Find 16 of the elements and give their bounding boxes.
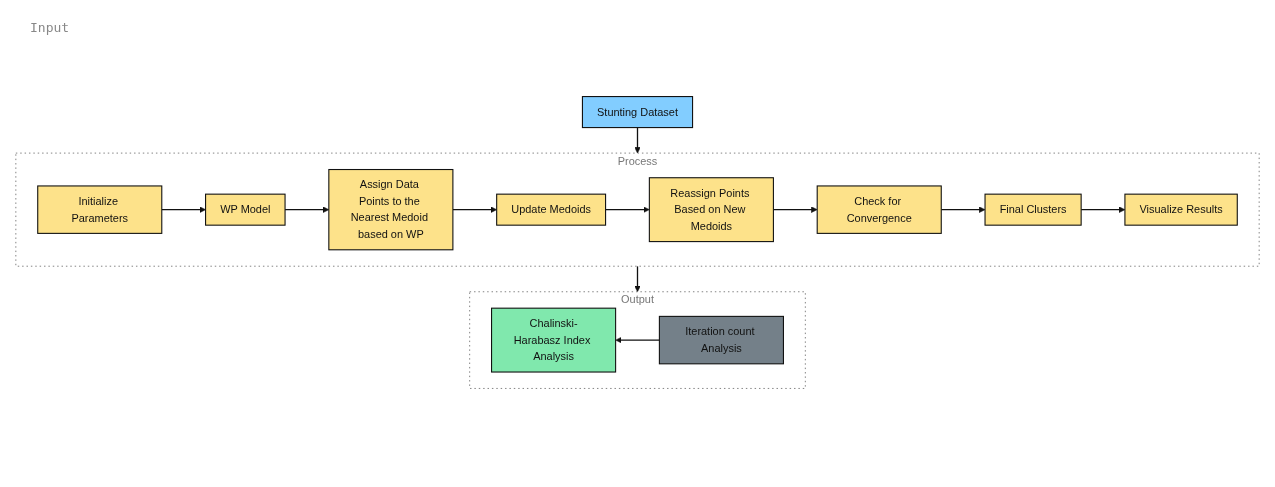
- node-box: Final Clusters: [984, 193, 1082, 226]
- node-box: Stunting Dataset: [581, 96, 694, 129]
- node-box: Check for Convergence: [816, 185, 942, 234]
- section-label: Input: [30, 20, 70, 35]
- node-box: Initialize Parameters: [37, 185, 163, 234]
- node-box: Visualize Results: [1124, 193, 1238, 226]
- node-box: Chalinski-Harabasz Index Analysis: [491, 307, 617, 373]
- node-box: Reassign Points Based on New Medoids: [648, 177, 774, 243]
- node-box: Iteration count Analysis: [658, 315, 784, 365]
- arrow: [452, 206, 497, 213]
- node-box: WP Model: [205, 193, 286, 226]
- arrow: [634, 126, 641, 154]
- node-box: Assign Data Points to the Nearest Medoid based on WP: [328, 169, 454, 251]
- node-box: Update Medoids: [496, 193, 607, 226]
- arrow: [634, 265, 641, 293]
- arrow: [161, 206, 206, 213]
